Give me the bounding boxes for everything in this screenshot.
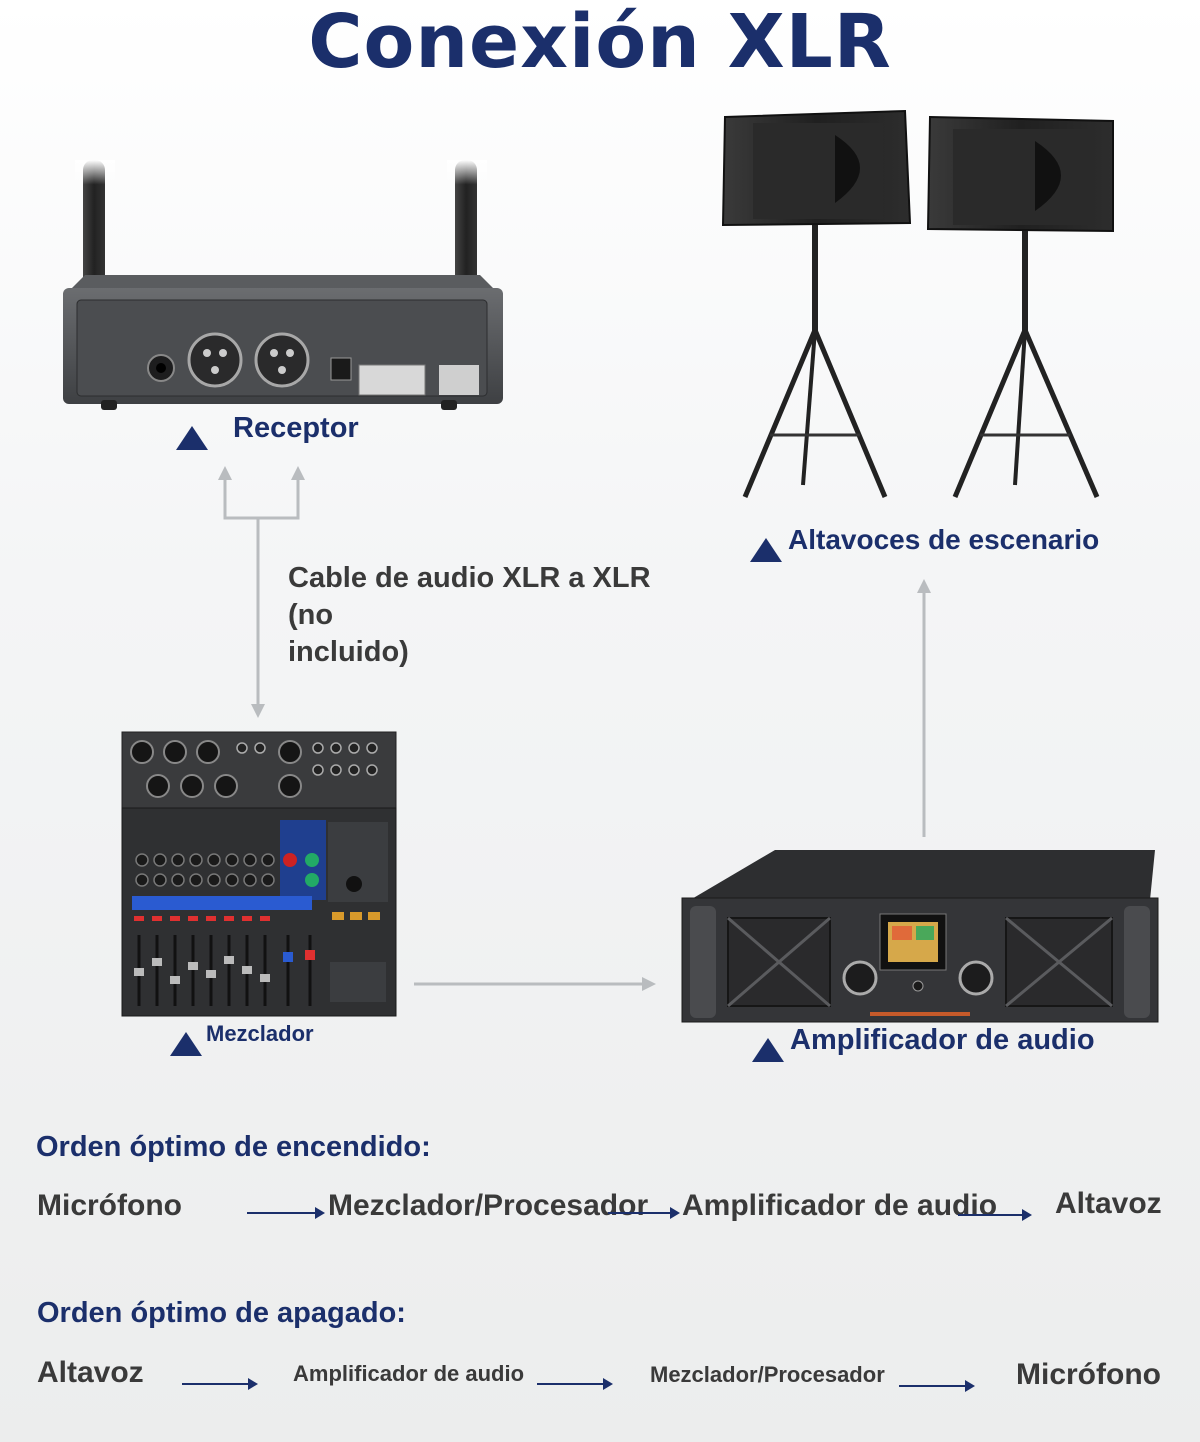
power-off-arrow-3 (899, 1380, 975, 1392)
mixer-amp-connector (414, 977, 656, 991)
speakers-image (721, 109, 1114, 498)
power-on-heading: Orden óptimo de encendido: (36, 1131, 431, 1163)
altavoces-label: Altavoces de escenario (788, 524, 1100, 555)
power-off-arrow-1 (182, 1378, 258, 1390)
speaker-left (721, 109, 912, 498)
amp-speaker-connector (917, 579, 931, 837)
power-off-step-2: Amplificador de audio (293, 1361, 525, 1386)
amplificador-marker-icon (752, 1038, 784, 1062)
power-on-step-4: Altavoz (1055, 1187, 1162, 1220)
power-off-heading: Orden óptimo de apagado: (37, 1297, 406, 1329)
power-on-step-1: Micrófono (37, 1189, 182, 1222)
cable-note-line-2: (no (288, 599, 334, 631)
power-on-arrow-3 (958, 1209, 1032, 1221)
power-off-step-3: Mezclador/Procesador (650, 1362, 885, 1387)
power-on-step-3: Amplificador de audio (682, 1189, 998, 1222)
mezclador-marker-icon (170, 1032, 202, 1056)
power-on-arrow-2 (608, 1207, 680, 1219)
power-off-arrow-2 (537, 1378, 613, 1390)
receptor-label: Receptor (233, 412, 359, 444)
power-on-arrow-1 (247, 1207, 325, 1219)
altavoces-marker-icon (750, 538, 782, 562)
cable-note: Cable de audio XLR a XLR (no incluido) (288, 560, 651, 671)
mixer-image (121, 731, 397, 1017)
cable-note-line-1: Cable de audio XLR a XLR (288, 562, 651, 594)
power-off-step-1: Altavoz (37, 1356, 144, 1389)
power-on-step-2: Mezclador/Procesador (328, 1189, 649, 1222)
mezclador-label: Mezclador (206, 1021, 314, 1046)
receiver-image (63, 160, 503, 410)
receiver-mixer-connector (218, 466, 305, 718)
amplificador-label: Amplificador de audio (790, 1024, 1095, 1056)
cable-note-line-3: incluido) (288, 636, 409, 668)
page-title: Conexión XLR (308, 0, 892, 85)
amplifier-image (681, 850, 1159, 1023)
power-off-step-4: Micrófono (1016, 1358, 1161, 1391)
speaker-right (926, 115, 1114, 498)
receptor-marker-icon (176, 426, 208, 450)
